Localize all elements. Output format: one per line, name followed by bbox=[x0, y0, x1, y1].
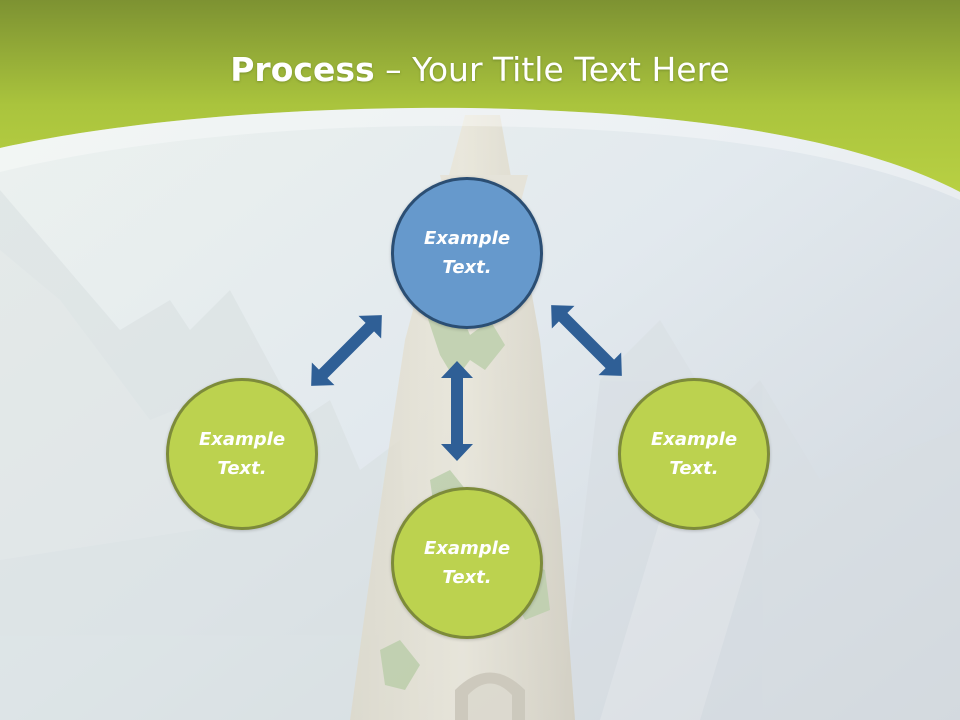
node-left-text: Example Text. bbox=[198, 429, 286, 479]
arrow-top-left bbox=[311, 315, 382, 386]
arrow-top-bottom bbox=[441, 361, 473, 461]
title-bold: Process bbox=[230, 50, 375, 89]
arrow-top-right bbox=[551, 305, 622, 376]
node-right-text: Example Text. bbox=[650, 429, 738, 479]
process-node-bottom: Example Text. bbox=[391, 487, 543, 639]
header-swoosh bbox=[0, 107, 960, 200]
header-band bbox=[0, 0, 960, 192]
title-rest: – Your Title Text Here bbox=[374, 50, 730, 89]
process-node-left: Example Text. bbox=[166, 378, 318, 530]
node-top-text: Example Text. bbox=[423, 228, 511, 278]
slide-title: Process – Your Title Text Here bbox=[0, 50, 960, 89]
process-node-right: Example Text. bbox=[618, 378, 770, 530]
process-node-top: Example Text. bbox=[391, 177, 543, 329]
node-bottom-text: Example Text. bbox=[423, 538, 511, 588]
